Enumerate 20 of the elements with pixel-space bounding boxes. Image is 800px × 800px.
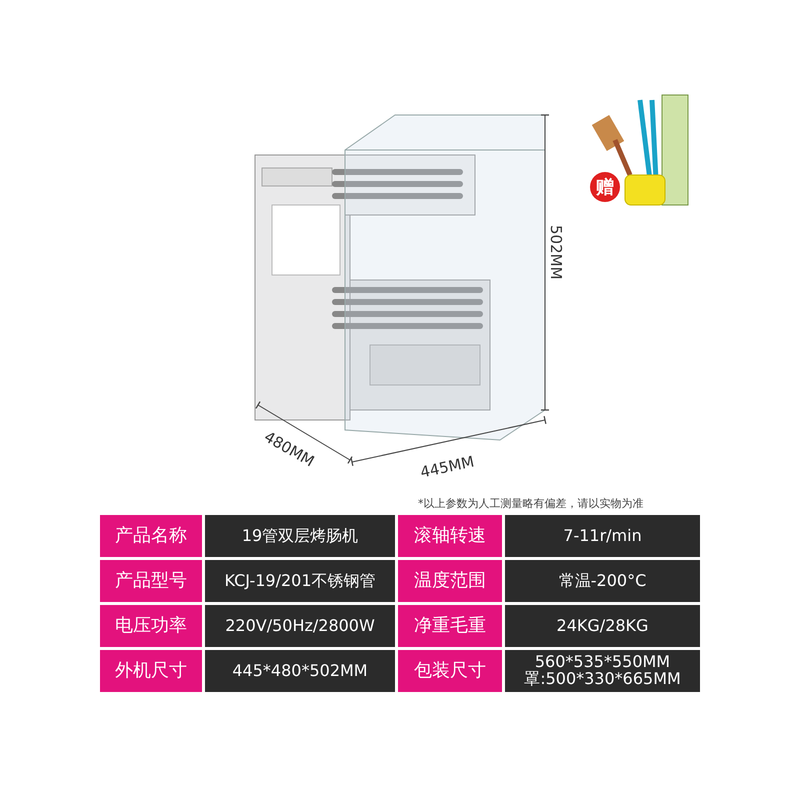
spec-label-cell: 电压功率 — [100, 605, 202, 647]
spec-label-cell: 外机尺寸 — [100, 650, 202, 692]
spec-value-cell: 常温-200°C — [505, 560, 700, 602]
gift-badge: 赠 — [590, 172, 620, 202]
spec-label-cell: 产品名称 — [100, 515, 202, 557]
spec-value-cell: KCJ-19/201不锈钢管 — [205, 560, 395, 602]
spec-value-cell: 560*535*550MM 罩:500*330*665MM — [505, 650, 700, 692]
spec-value-cell: 19管双层烤肠机 — [205, 515, 395, 557]
spec-value-cell: 7-11r/min — [505, 515, 700, 557]
spec-value-cell: 24KG/28KG — [505, 605, 700, 647]
spec-label-cell: 产品型号 — [100, 560, 202, 602]
spec-label-cell: 净重毛重 — [398, 605, 502, 647]
dimension-label: 502MM — [547, 225, 565, 280]
dimension-label: 445MM — [418, 452, 476, 482]
spec-label-cell: 滚轴转速 — [398, 515, 502, 557]
spec-label-cell: 温度范围 — [398, 560, 502, 602]
spec-value-cell: 220V/50Hz/2800W — [205, 605, 395, 647]
spec-value-cell: 445*480*502MM — [205, 650, 395, 692]
spec-label-cell: 包装尺寸 — [398, 650, 502, 692]
footnote: *以上参数为人工测量略有偏差，请以实物为准 — [418, 496, 644, 511]
